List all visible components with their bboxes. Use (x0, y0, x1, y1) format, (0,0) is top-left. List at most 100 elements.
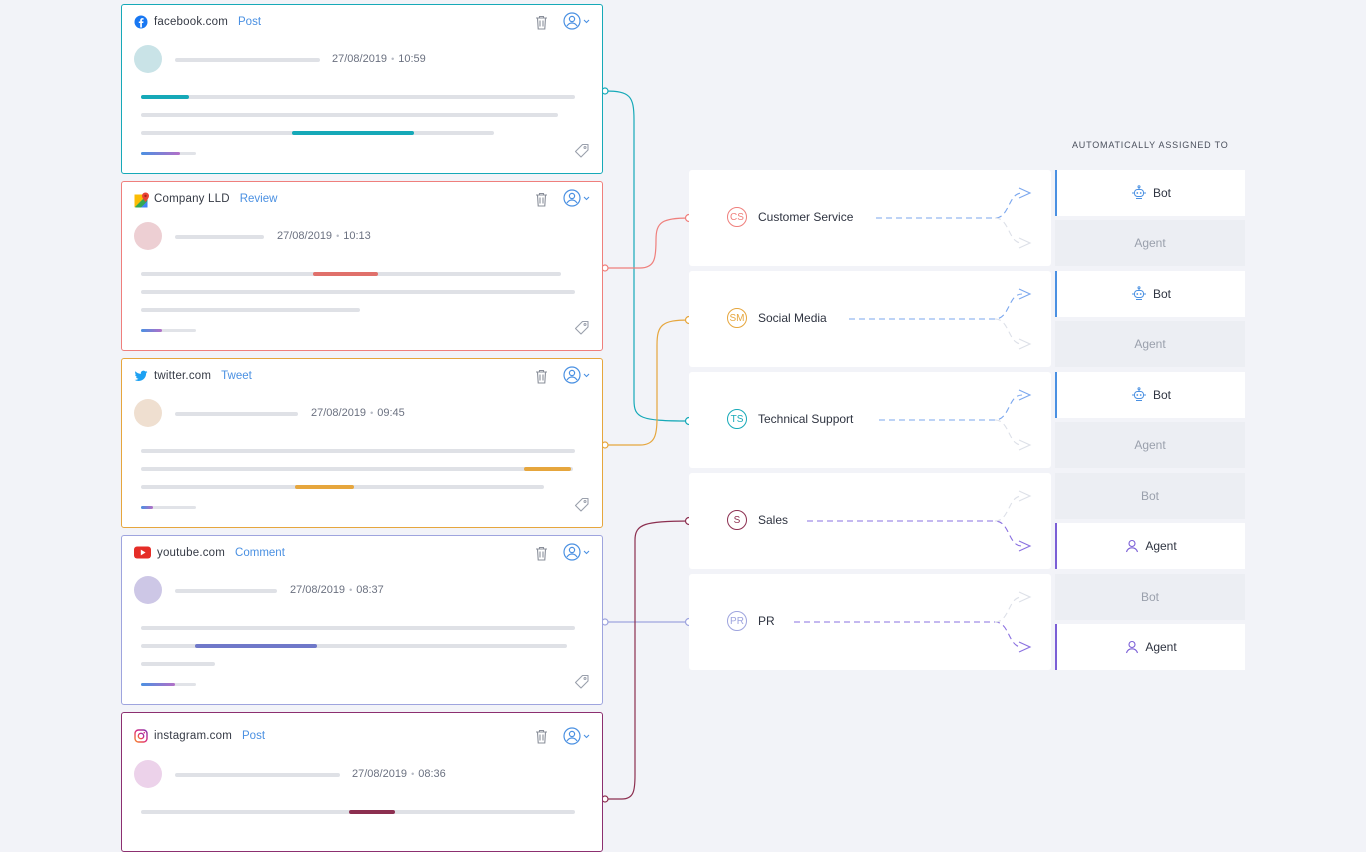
trash-icon[interactable] (535, 729, 548, 744)
card-header: twitter.com Tweet (134, 367, 252, 385)
category-customer-service[interactable]: CS Customer Service (689, 170, 1051, 266)
text-line (141, 485, 544, 489)
assign-user-dropdown[interactable] (563, 12, 590, 30)
feed-card-instagram[interactable]: instagram.com Post 27/08/2019•08:36 (121, 712, 603, 852)
feed-card-twitter[interactable]: twitter.com Tweet 27/08/2019•09:45 (121, 358, 603, 528)
assign-user-dropdown[interactable] (563, 543, 590, 561)
assign-agent-sales[interactable]: Agent (1055, 523, 1245, 569)
feed-card-facebook[interactable]: facebook.com Post 27/08/2019•10:59 (121, 4, 603, 174)
trash-icon[interactable] (535, 546, 548, 561)
text-line (141, 662, 215, 666)
avatar (134, 760, 162, 788)
source-site[interactable]: twitter.com (154, 370, 212, 382)
card-header: youtube.com Comment (134, 544, 285, 562)
category-sales[interactable]: S Sales (689, 473, 1051, 569)
source-site[interactable]: facebook.com (154, 16, 228, 28)
category-pr[interactable]: PR PR (689, 574, 1051, 670)
google-maps-icon (134, 192, 149, 208)
card-header: facebook.com Post (134, 13, 261, 31)
text-line (141, 308, 360, 312)
post-date: 27/08/2019•08:37 (290, 584, 384, 596)
slot-label: Agent (1145, 640, 1177, 654)
assignment-header: AUTOMATICALLY ASSIGNED TO (1072, 140, 1229, 150)
category-technical-support[interactable]: TS Technical Support (689, 372, 1051, 468)
source-site[interactable]: instagram.com (154, 730, 233, 742)
avatar (134, 222, 162, 250)
assign-user-dropdown[interactable] (563, 366, 590, 384)
slot-label: Agent (1134, 438, 1166, 452)
author-placeholder (175, 589, 277, 593)
bot-icon (1132, 286, 1146, 300)
avatar (134, 576, 162, 604)
text-line (141, 467, 573, 471)
twitter-icon (134, 369, 148, 383)
author-placeholder (175, 58, 320, 62)
category-label: PR (758, 614, 775, 628)
slot-label: Agent (1145, 539, 1177, 553)
category-badge: PR (727, 611, 747, 631)
author-placeholder (175, 773, 340, 777)
slot-label: Bot (1152, 287, 1171, 301)
text-line (141, 113, 558, 117)
chevron-down-icon (583, 196, 590, 200)
instagram-icon (134, 729, 148, 743)
source-kind[interactable]: Post (242, 730, 266, 742)
avatar (134, 45, 162, 73)
source-site[interactable]: Company LLD (154, 193, 230, 205)
facebook-icon (134, 15, 148, 29)
category-label: Technical Support (758, 412, 854, 426)
feed-card-company[interactable]: Company LLD Review 27/08/2019•10:13 (121, 181, 603, 351)
assign-agent-customer-service[interactable]: Agent (1055, 220, 1245, 266)
user-circle-icon (563, 12, 581, 30)
assign-bot-technical-support[interactable]: Bot (1055, 372, 1245, 418)
feed-card-youtube[interactable]: youtube.com Comment 27/08/2019•08:37 (121, 535, 603, 705)
text-line (141, 644, 567, 648)
assign-agent-pr[interactable]: Agent (1055, 624, 1245, 670)
post-date: 27/08/2019•08:36 (352, 768, 446, 780)
category-badge: CS (727, 207, 747, 227)
assign-bot-sales[interactable]: Bot (1055, 473, 1245, 519)
bot-icon (1132, 387, 1146, 401)
assign-bot-pr[interactable]: Bot (1055, 574, 1245, 620)
category-badge: S (727, 510, 747, 530)
trash-icon[interactable] (535, 15, 548, 30)
tag-icon[interactable] (574, 143, 590, 159)
text-line (141, 290, 575, 294)
source-kind[interactable]: Review (239, 193, 278, 205)
user-circle-icon (563, 543, 581, 561)
trash-icon[interactable] (535, 192, 548, 207)
slot-label: Bot (1152, 388, 1171, 402)
assign-bot-customer-service[interactable]: Bot (1055, 170, 1245, 216)
text-line (141, 95, 575, 99)
trash-icon[interactable] (535, 369, 548, 384)
sentiment-bar (141, 152, 196, 155)
avatar (134, 399, 162, 427)
tag-icon[interactable] (574, 674, 590, 690)
youtube-icon (134, 546, 151, 560)
post-date: 27/08/2019•10:59 (332, 53, 426, 65)
sentiment-bar (141, 683, 196, 686)
category-social-media[interactable]: SM Social Media (689, 271, 1051, 367)
post-date: 27/08/2019•10:13 (277, 230, 371, 242)
category-badge: TS (727, 409, 747, 429)
assign-agent-social-media[interactable]: Agent (1055, 321, 1245, 367)
user-circle-icon (563, 366, 581, 384)
tag-icon[interactable] (574, 497, 590, 513)
user-icon (1126, 640, 1139, 654)
source-site[interactable]: youtube.com (157, 547, 226, 559)
tag-icon[interactable] (574, 320, 590, 336)
assign-bot-social-media[interactable]: Bot (1055, 271, 1245, 317)
chevron-down-icon (583, 19, 590, 23)
post-date: 27/08/2019•09:45 (311, 407, 405, 419)
slot-label: Bot (1152, 186, 1171, 200)
assign-agent-technical-support[interactable]: Agent (1055, 422, 1245, 468)
sentiment-bar (141, 506, 196, 509)
source-kind[interactable]: Tweet (221, 370, 252, 382)
source-kind[interactable]: Post (238, 16, 262, 28)
sentiment-bar (141, 329, 196, 332)
assign-user-dropdown[interactable] (563, 727, 590, 745)
assign-user-dropdown[interactable] (563, 189, 590, 207)
category-label: Customer Service (758, 210, 854, 224)
source-kind[interactable]: Comment (235, 547, 285, 559)
user-icon (1126, 539, 1139, 553)
